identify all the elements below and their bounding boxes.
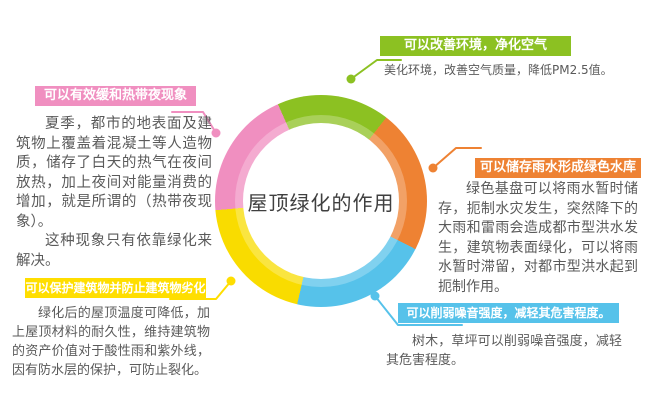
donut-ring: 屋顶绿化的作用	[215, 95, 427, 307]
callout-title-environment: 可以改善环境，净化空气	[380, 36, 571, 56]
connector-environment	[346, 59, 402, 84]
connector-rainwater	[428, 147, 482, 173]
callout-title-noise: 可以削弱噪音强度，减轻其危害程度。	[398, 303, 619, 323]
callout-title-rainwater: 可以储存雨水形成绿色水库	[475, 158, 641, 178]
paragraph: 夏季，都市的地表面及建筑物上覆盖着混凝土等人造物质，储存了白天的热气在夜间放热，…	[16, 116, 212, 230]
callout-text-heat: 夏季，都市的地表面及建筑物上覆盖着混凝土等人造物质，储存了白天的热气在夜间放热，…	[16, 115, 212, 271]
building-connector-dot	[226, 276, 236, 286]
callout-text-rainwater: 绿色基盘可以将雨水暂时储存，扼制水灾发生，突然降下的大雨和雷雨会造成都市型洪水发…	[438, 180, 638, 297]
paragraph: 这种现象只有依靠绿化来解决。	[16, 233, 212, 269]
environment-connector-dot	[346, 74, 356, 84]
paragraph: 美化环境，改善空气质量，降低PM2.5值。	[384, 63, 613, 77]
connector-building	[169, 276, 236, 300]
paragraph: 树木，草坪可以削弱噪音强度，减轻其危害程度。	[386, 334, 622, 368]
callout-text-environment: 美化环境，改善空气质量，降低PM2.5值。	[384, 61, 624, 79]
paragraph: 绿化后的屋顶温度可降低，加上屋顶材料的耐久性，维持建筑物的资产价值对于酸性雨和紫…	[12, 306, 210, 378]
callout-title-heat: 可以有效缓和热带夜现象	[35, 86, 196, 106]
paragraph: 绿色基盘可以将雨水暂时储存，扼制水灾发生，突然降下的大雨和雷雨会造成都市型洪水发…	[438, 181, 638, 295]
heat-connector-dot	[211, 128, 221, 138]
connector-heat	[171, 111, 221, 138]
noise-connector-dot	[370, 291, 380, 301]
connector-noise	[370, 291, 463, 326]
callout-title-building: 可以保护建筑物并防止建筑物劣化	[25, 278, 206, 298]
diagram-title: 屋顶绿化的作用	[247, 190, 395, 215]
callout-text-building: 绿化后的屋顶温度可降低，加上屋顶材料的耐久性，维持建筑物的资产价值对于酸性雨和紫…	[12, 304, 210, 380]
donut-center: 屋顶绿化的作用	[243, 123, 399, 279]
callout-text-noise: 树木，草坪可以削弱噪音强度，减轻其危害程度。	[386, 332, 622, 370]
rainwater-connector-dot	[428, 163, 438, 173]
